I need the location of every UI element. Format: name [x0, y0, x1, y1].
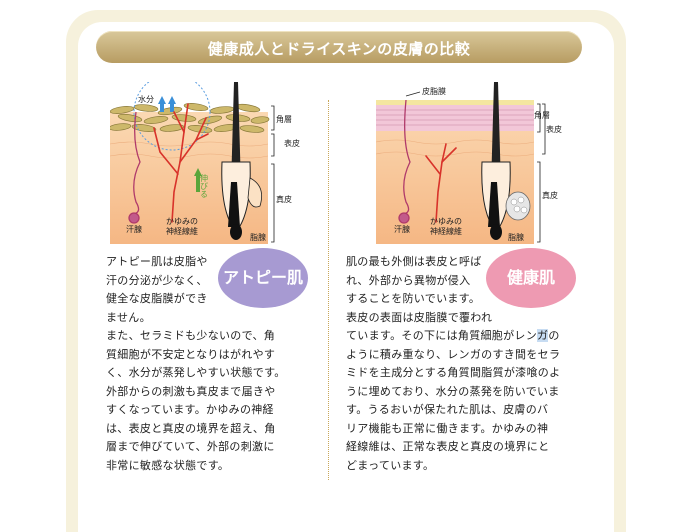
- healthy-intro-line: 肌の最も外側は表皮と呼ば: [346, 255, 482, 268]
- atopic-body-line: は、表皮と真皮の境界を超え、角: [106, 421, 276, 435]
- atopic-body-text: また、セラミドも少ないので、角 質細胞が不安定となりはがれやす く、水分が蒸発し…: [106, 327, 316, 475]
- healthy-line5-pre: ています。その下には角質細胞がレン: [346, 329, 537, 342]
- itch-label-2: 神経線維: [166, 226, 198, 236]
- healthy-intro-text: 肌の最も外側は表皮と呼ば れ、外部から異物が侵入 することを防いでいます。 表皮…: [346, 253, 496, 327]
- healthy-body-text: ています。その下には角質細胞がレンガの ように積み重なり、レンガのすき間をセラ …: [346, 327, 586, 475]
- itch-label-healthy-1: かゆみの: [430, 217, 462, 226]
- atopic-body-line: すくなっています。かゆみの神経: [106, 403, 274, 416]
- healthy-body-line: ように積み重なり、レンガのすき間をセラ: [346, 347, 561, 361]
- horny-label-healthy: 角層: [534, 110, 550, 120]
- atopic-body-line: 質細胞が不安定となりはがれやす: [106, 347, 276, 361]
- sebum-film-label: 皮脂膜: [422, 86, 446, 96]
- epidermis-label-healthy: 表皮: [546, 124, 562, 134]
- dermis-label-healthy: 真皮: [542, 190, 558, 200]
- sebaceous-gland-icon: [247, 177, 263, 208]
- sebum-film: [376, 100, 534, 105]
- atopic-badge: アトピー肌: [218, 248, 308, 308]
- sebaceous-label-healthy: 脂腺: [508, 232, 524, 242]
- column-divider: [328, 100, 329, 480]
- sebaceous-gland-icon-healthy: [505, 191, 531, 221]
- hair-icon-healthy: [481, 82, 511, 240]
- healthy-body-line: どまっています。: [346, 458, 435, 472]
- healthy-intro-line: 表皮の表面は皮脂膜で覆われ: [346, 310, 493, 324]
- healthy-line5-post: の: [548, 329, 560, 342]
- itch-label-1: かゆみの: [166, 217, 198, 226]
- epidermis-label: 表皮: [284, 138, 300, 148]
- water-label: 水分: [138, 94, 154, 104]
- page-title: 健康成人とドライスキンの皮膚の比較: [207, 40, 471, 58]
- extend-arrow-icon: [194, 168, 202, 192]
- healthy-badge: 健康肌: [486, 248, 576, 308]
- atopic-body-line: また、セラミドも少ないので、角: [106, 329, 276, 342]
- itch-nerve-icon-healthy: [425, 143, 457, 223]
- sweat-gland-icon-healthy: [398, 99, 411, 224]
- water-up-arrows-icon: [158, 96, 176, 112]
- healthy-body-line: す。うるおいが保たれた肌は、皮膚のバ: [346, 403, 549, 416]
- sweat-gland-icon: [128, 111, 141, 224]
- atopic-intro-line: アトピー肌は皮脂や: [106, 255, 208, 268]
- healthy-skin-illustration: 皮脂膜 角層 表皮 真皮 汗腺 かゆみの 神経線維 脂腺: [376, 82, 562, 244]
- highlight-circle: [133, 82, 211, 151]
- atopic-intro-line: 健全な皮脂膜ができ: [106, 292, 208, 305]
- title-bar: 健康成人とドライスキンの皮膚の比較: [96, 31, 582, 63]
- healthy-body-line: 経線維は、正常な表皮と真皮の境界にと: [346, 440, 550, 453]
- sweat-label: 汗腺: [126, 224, 142, 234]
- healthy-horny-cells: [376, 105, 534, 131]
- healthy-intro-line: することを防いでいます。: [346, 292, 481, 305]
- sweat-label-healthy: 汗腺: [394, 224, 410, 234]
- healthy-intro-line: れ、外部から異物が侵入: [346, 273, 471, 287]
- horny-label: 角層: [276, 114, 292, 124]
- itch-label-healthy-2: 神経線維: [430, 226, 462, 236]
- healthy-body-line: うに埋めており、水分の蒸発を防いでいま: [346, 384, 560, 398]
- atopic-intro-text: アトピー肌は皮脂や 汗の分泌が少なく、 健全な皮脂膜ができ ません。: [106, 253, 230, 327]
- extend-label: 伸びる: [200, 173, 209, 198]
- healthy-body-line: リア機能も正常に働きます。かゆみの神: [346, 421, 549, 435]
- itch-nerve-icon: [153, 103, 209, 223]
- atopic-skin-illustration: 水分 伸びる 角層 表皮 真皮 汗腺 かゆみの 神経線維 脂腺: [110, 82, 300, 244]
- atopic-body-line: く、水分が蒸発しやすい状態です。: [106, 366, 286, 379]
- highlighted-char: ガ: [537, 329, 549, 342]
- atopic-intro-line: ません。: [106, 310, 151, 324]
- atopic-body-line: 外部からの刺激も真皮まで届きや: [106, 384, 276, 398]
- sebaceous-label: 脂腺: [250, 232, 266, 242]
- hair-icon: [221, 82, 251, 240]
- atopic-body-line: 層まで伸びていて、外部の刺激に: [106, 440, 275, 453]
- healthy-body-line: ています。その下には角質細胞がレンガの: [346, 327, 586, 346]
- healthy-body-line: ミドを主成分とする角質間脂質が漆喰のよ: [346, 366, 561, 379]
- dermis-label: 真皮: [276, 194, 292, 204]
- atopic-intro-line: 汗の分泌が少なく、: [106, 273, 208, 287]
- atopic-body-line: 非常に敏感な状態です。: [106, 458, 230, 472]
